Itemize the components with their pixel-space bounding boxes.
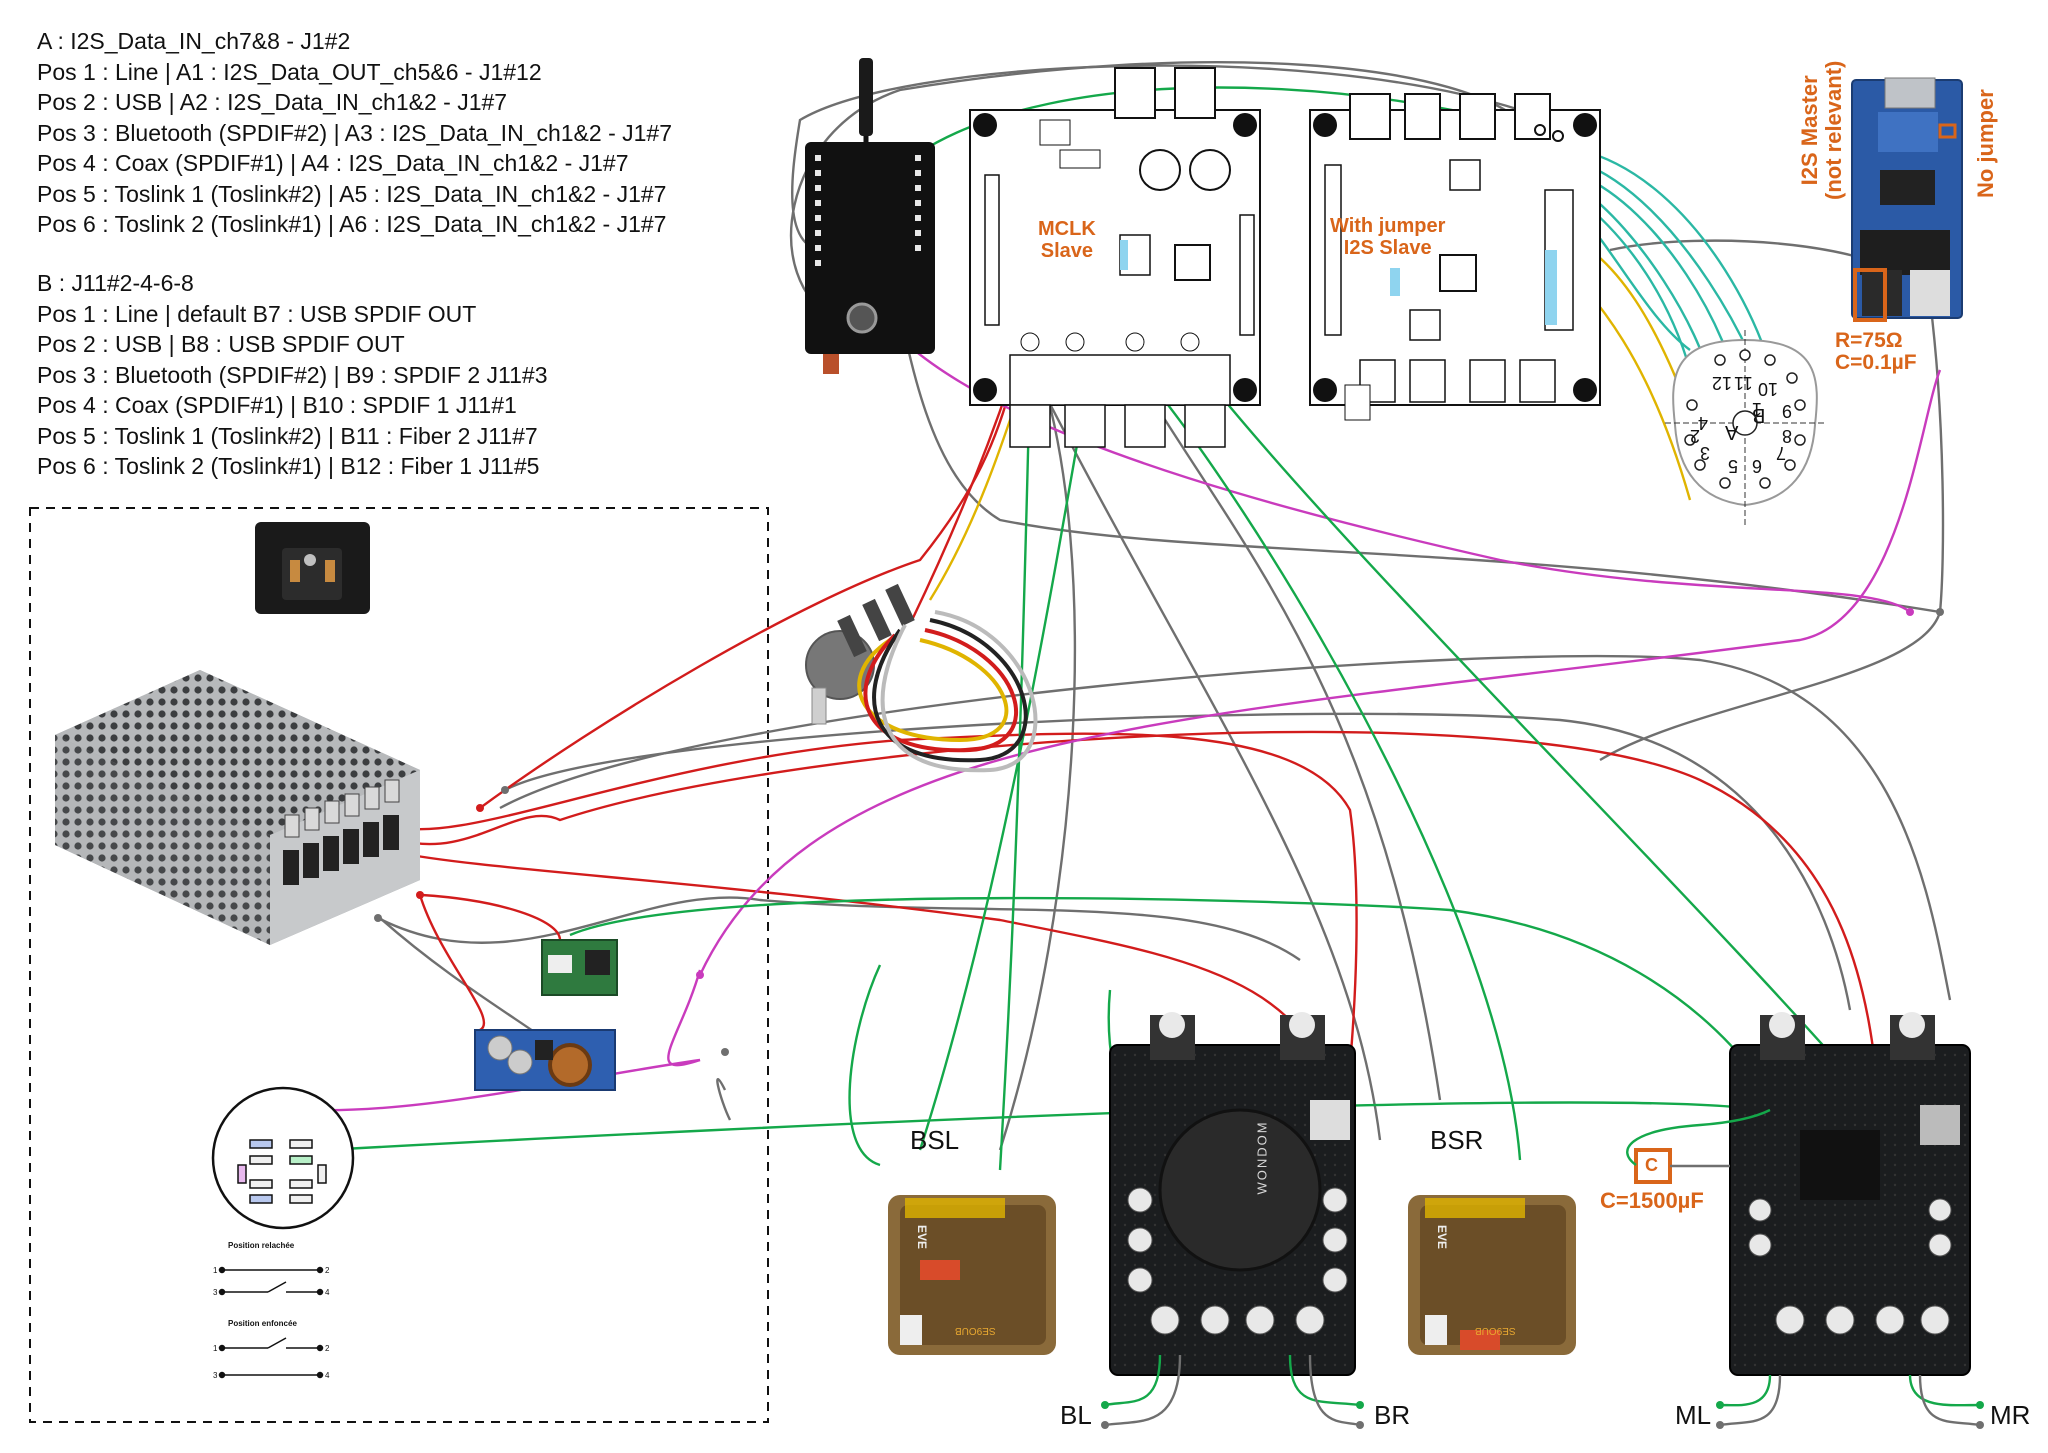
note-line: Pos 2 : USB | B8 : USB SPDIF OUT [37, 331, 405, 357]
selector-pin: 8 [1782, 426, 1793, 446]
selector-pin: 12 [1712, 373, 1733, 393]
speaker-label-bl: BL [1060, 1400, 1092, 1430]
wire-gray [791, 64, 1521, 253]
amp-brand-mark: WONDOM [1254, 1120, 1270, 1195]
buck-converter-small [541, 939, 618, 996]
wire-red [421, 893, 562, 941]
board-mark: EVE [915, 1224, 930, 1250]
switch-released-label: Position relachée [228, 1241, 295, 1250]
note-line: Pos 1 : Line | default B7 : USB SPDIF OU… [37, 300, 477, 327]
notes-group-b: B : J11#2-4-6-8 Pos 1 : Line | default B… [37, 268, 548, 482]
buck-converter-large [474, 1029, 616, 1091]
switch-pin-label: 1 [213, 1344, 218, 1353]
push-switch: 1 2 3 4 1 2 3 4 Position relachée Positi… [211, 1086, 355, 1380]
note-line: Pos 3 : Bluetooth (SPDIF#2) | B9 : SPDIF… [37, 361, 548, 388]
wire-magenta [698, 369, 1942, 976]
switch-pin-label: 3 [213, 1371, 218, 1380]
switch-pin-label: 3 [213, 1288, 218, 1297]
note-line: Pos 6 : Toslink 2 (Toslink#1) | A6 : I2S… [37, 211, 667, 237]
note-line: Pos 6 : Toslink 2 (Toslink#1) | B12 : Fi… [37, 453, 540, 479]
bluetooth-module [805, 58, 935, 374]
wire-magenta [667, 969, 702, 1067]
wire-green [569, 896, 1761, 1081]
amp-bass-wondom [1109, 1012, 1356, 1376]
capacitor-value-label: C=1500µF [1600, 1188, 1704, 1213]
wire-gray [499, 655, 1952, 1001]
usb-interface-board [1851, 77, 1963, 322]
power-supply [55, 670, 420, 945]
selector-pin: 4 [1698, 413, 1709, 433]
amp-bsr [1408, 1195, 1576, 1355]
note-line: Pos 2 : USB | A2 : I2S_Data_IN_ch1&2 - J… [37, 89, 508, 115]
switch-pin-label: 1 [213, 1266, 218, 1275]
enclosure-outline [29, 507, 769, 1423]
board-mark: EVE [1435, 1224, 1450, 1250]
speaker-label-br: BR [1374, 1400, 1411, 1430]
controller-board [1309, 93, 1601, 421]
wire-gray [504, 712, 1852, 1011]
selector-pin: 9 [1782, 401, 1793, 421]
wire-gray [1599, 239, 1945, 762]
selector-pin: 3 [1700, 443, 1711, 463]
dac-board [969, 67, 1261, 448]
switch-pin-label: 2 [325, 1344, 330, 1353]
switch-pressed-label: Position enfoncée [228, 1319, 297, 1328]
note-line: B : J11#2-4-6-8 [37, 270, 194, 296]
wire-red [418, 894, 486, 1032]
note-line: Pos 5 : Toslink 1 (Toslink#2) | B11 : Fi… [37, 422, 538, 449]
wire-nodes [374, 124, 1944, 1056]
selector-pin: 6 [1752, 456, 1763, 476]
wire-gray [789, 61, 1531, 322]
wire-green [918, 369, 1092, 1151]
speaker-label-ml: ML [1675, 1400, 1712, 1430]
wire-green [1199, 369, 1881, 1111]
note-line: A : I2S_Data_IN_ch7&8 - J1#2 [37, 28, 351, 54]
switch-pin-label: 2 [325, 1266, 330, 1275]
wire-gray [1138, 379, 1442, 1101]
selector-pin: 5 [1728, 456, 1739, 476]
amp-bsl [888, 1195, 1056, 1355]
i2s-master-label: I2S Master(not relevant) [1797, 60, 1846, 200]
speaker-label-bsl: BSL [910, 1125, 960, 1155]
wire-gray [377, 896, 1301, 961]
note-line: Pos 3 : Bluetooth (SPDIF#2) | A3 : I2S_D… [37, 119, 672, 146]
note-line: Pos 5 : Toslink 1 (Toslink#2) | A5 : I2S… [37, 180, 667, 207]
potentiometer [805, 583, 1038, 773]
selector-pin: 10 [1758, 379, 1779, 399]
note-line: Pos 4 : Coax (SPDIF#1) | B10 : SPDIF 1 J… [37, 392, 517, 418]
board-mark: SE9OUB [1475, 1325, 1516, 1336]
capacitor-letter: C [1645, 1155, 1658, 1175]
wire-magenta [848, 259, 1911, 613]
wire-green [1139, 369, 1522, 1161]
wire-gray [998, 369, 1077, 1151]
rotary-selector [1665, 330, 1825, 525]
wire-red [399, 730, 1882, 1111]
wire-green [848, 964, 882, 1167]
notes-group-a: A : I2S_Data_IN_ch7&8 - J1#2 Pos 1 : Lin… [37, 26, 672, 240]
speaker-wires [1104, 1354, 1981, 1427]
note-line: Pos 1 : Line | A1 : I2S_Data_OUT_ch5&6 -… [37, 58, 542, 85]
board-mark: SE9OUB [955, 1325, 996, 1336]
note-line: Pos 4 : Coax (SPDIF#1) | A4 : I2S_Data_I… [37, 150, 629, 176]
wire-gray [1028, 364, 1382, 1141]
selector-pin: A [1725, 421, 1739, 443]
no-jumper-label: No jumper [1973, 89, 1998, 198]
selector-pin: 11 [1734, 373, 1753, 393]
switch-pin-label: 4 [325, 1371, 330, 1380]
selector-pin: B [1752, 404, 1766, 426]
wire-red [389, 732, 1358, 1161]
wire-green [289, 1101, 1761, 1154]
amp-mid [1729, 1012, 1971, 1376]
speaker-label-mr: MR [1990, 1400, 2031, 1430]
power-inlet [255, 522, 370, 614]
wire-gray [716, 1078, 732, 1121]
speaker-label-bsr: BSR [1430, 1125, 1484, 1155]
wire-green [998, 369, 1032, 1171]
switch-pin-label: 4 [325, 1288, 330, 1297]
